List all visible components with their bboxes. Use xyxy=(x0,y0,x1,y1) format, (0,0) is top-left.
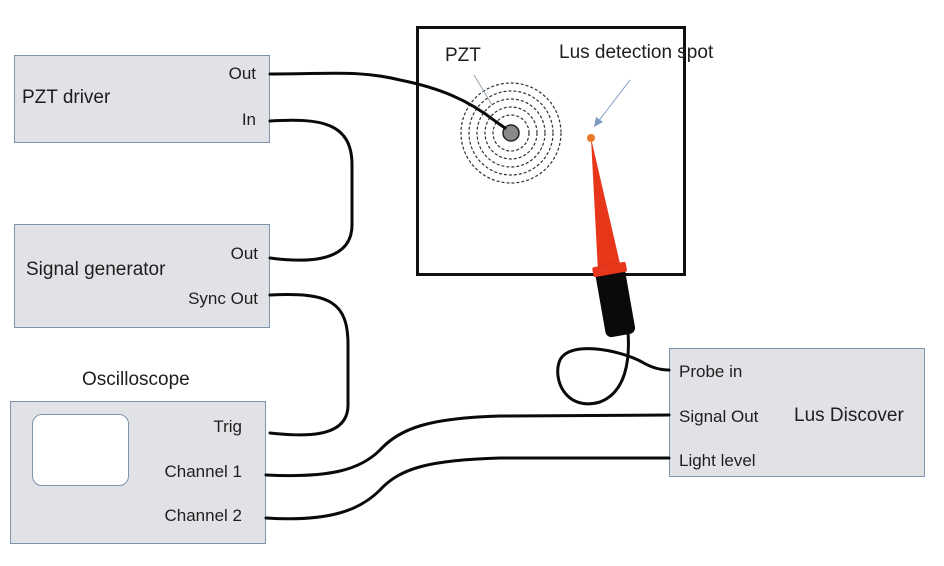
cable-probe xyxy=(556,330,671,406)
oscilloscope-port-trig: Trig xyxy=(213,417,242,436)
cable-sync xyxy=(268,118,354,262)
laser-probe xyxy=(592,261,636,338)
cable-pzt-driver-to-pzt xyxy=(268,71,507,130)
sample-plate xyxy=(416,26,686,276)
cables xyxy=(264,71,671,521)
cable-signal xyxy=(264,413,671,478)
lus-discover-port-signal: Signal Out xyxy=(679,407,759,426)
oscilloscope-port-ch2: Channel 2 xyxy=(164,506,242,525)
pzt-label-pointer xyxy=(473,74,493,106)
lus-discover-box xyxy=(669,348,925,477)
detection-spot xyxy=(587,134,595,142)
spot-arrow-head xyxy=(594,117,603,127)
signal-generator-title: Signal generator xyxy=(26,259,166,280)
signal-generator-port-out: Out xyxy=(230,244,258,263)
signal-generator-box xyxy=(14,224,270,328)
oscilloscope-port-ch1: Channel 1 xyxy=(164,462,242,481)
signal-generator-port-sync: Sync Out xyxy=(188,289,258,308)
cable-trigger xyxy=(268,293,350,437)
pzt-center xyxy=(502,124,520,142)
pzt-driver-title: PZT driver xyxy=(22,87,111,108)
pzt-label: PZT xyxy=(445,45,481,66)
lus-discover-port-light: Light level xyxy=(679,451,756,470)
lus-discover-port-probe: Probe in xyxy=(679,362,743,381)
detection-spot-label: Lus detection spot xyxy=(559,42,714,63)
oscilloscope-title: Oscilloscope xyxy=(82,369,190,390)
oscilloscope-screen xyxy=(32,414,129,486)
pzt-transducer xyxy=(460,82,562,184)
spot-arrow-line xyxy=(597,79,631,123)
pzt-driver-port-out: Out xyxy=(228,64,256,83)
pzt-driver-port-in: In xyxy=(241,110,256,129)
laser-beam xyxy=(591,138,621,272)
cable-light xyxy=(264,456,671,521)
pzt-driver-box xyxy=(14,55,270,143)
lus-discover-title: Lus Discover xyxy=(794,405,904,426)
